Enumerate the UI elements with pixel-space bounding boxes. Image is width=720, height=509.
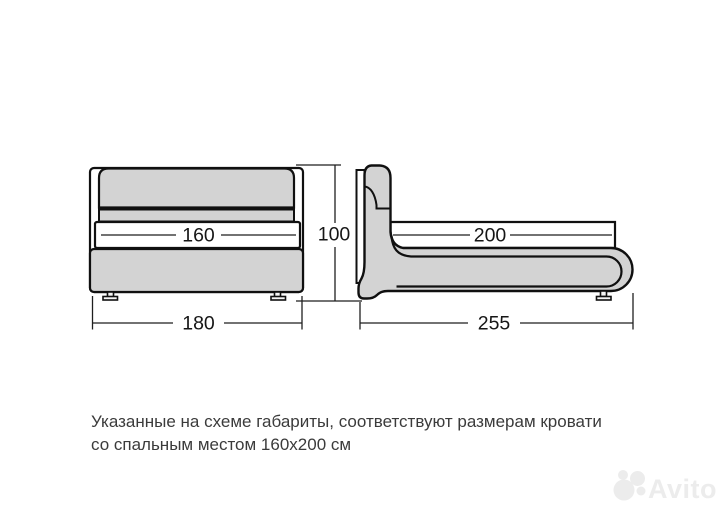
dimension-sleep-length: 200 xyxy=(393,225,612,247)
avito-watermark-label: Avito xyxy=(648,474,717,504)
side-leg xyxy=(599,290,608,298)
caption-text: Указанные на схеме габариты, соответству… xyxy=(91,411,602,456)
dim-label-180: 180 xyxy=(182,313,215,335)
side-headboard-and-rail xyxy=(357,164,634,300)
dim-label-100: 100 xyxy=(318,224,351,246)
caption-line-2: со спальным местом 160x200 см xyxy=(91,434,352,454)
dimension-total-width: 180 xyxy=(91,296,303,335)
avito-watermark: Avito xyxy=(613,470,717,504)
dimension-height: 100 xyxy=(296,164,362,302)
front-left-leg-foot xyxy=(102,295,119,301)
dimension-total-length: 255 xyxy=(359,293,634,335)
avito-logo-icon xyxy=(613,470,646,501)
dim-label-160: 160 xyxy=(182,225,215,247)
front-headboard-cushion xyxy=(97,167,296,209)
bed-front-view xyxy=(88,166,305,301)
dim-label-200: 200 xyxy=(474,225,507,247)
caption-line-1: Указанные на схеме габариты, соответству… xyxy=(91,412,602,431)
front-right-leg-foot xyxy=(270,295,287,301)
dimension-sleep-width: 160 xyxy=(101,225,296,247)
bed-side-view xyxy=(355,164,634,301)
dim-label-255: 255 xyxy=(478,313,511,335)
front-headboard-lower-strip xyxy=(98,208,295,223)
front-base-box xyxy=(88,247,305,294)
side-headboard-seam-line xyxy=(364,185,390,210)
side-leg-foot xyxy=(595,295,612,301)
side-rail-inner-line xyxy=(390,235,623,288)
